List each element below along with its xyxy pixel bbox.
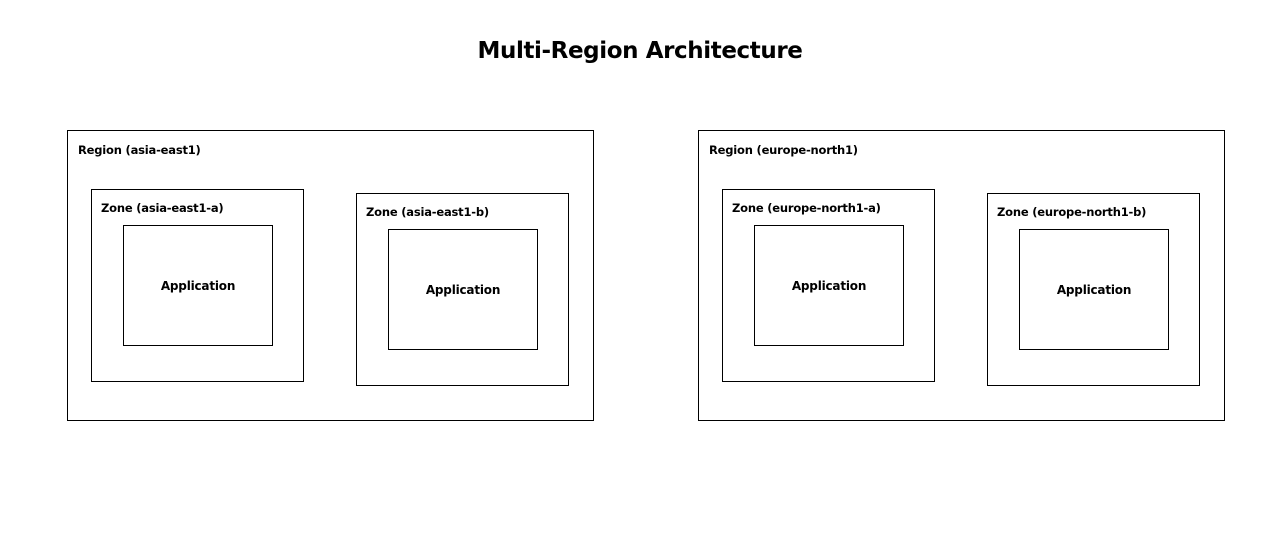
application-label: Application xyxy=(791,278,867,293)
zone-label: Zone (europe-north1-a) xyxy=(732,201,881,215)
diagram-title: Multi-Region Architecture xyxy=(477,38,803,64)
application-box: Application xyxy=(1019,229,1169,350)
zone-label: Zone (europe-north1-b) xyxy=(997,205,1147,219)
application-label: Application xyxy=(425,282,501,297)
region-box-asia-east1: Region (asia-east1) Zone (asia-east1-a) … xyxy=(67,130,594,421)
region-box-europe-north1: Region (europe-north1) Zone (europe-nort… xyxy=(698,130,1225,421)
zone-label: Zone (asia-east1-a) xyxy=(101,201,224,215)
region-label: Region (asia-east1) xyxy=(78,143,201,157)
region-label: Region (europe-north1) xyxy=(709,143,858,157)
zone-box-asia-east1-b: Zone (asia-east1-b) Application xyxy=(356,193,569,386)
zone-box-europe-north1-a: Zone (europe-north1-a) Application xyxy=(722,189,935,382)
application-label: Application xyxy=(160,278,236,293)
application-box: Application xyxy=(388,229,538,350)
application-box: Application xyxy=(754,225,904,346)
zone-label: Zone (asia-east1-b) xyxy=(366,205,489,219)
zone-box-asia-east1-a: Zone (asia-east1-a) Application xyxy=(91,189,304,382)
application-box: Application xyxy=(123,225,273,346)
application-label: Application xyxy=(1056,282,1132,297)
zone-box-europe-north1-b: Zone (europe-north1-b) Application xyxy=(987,193,1200,386)
